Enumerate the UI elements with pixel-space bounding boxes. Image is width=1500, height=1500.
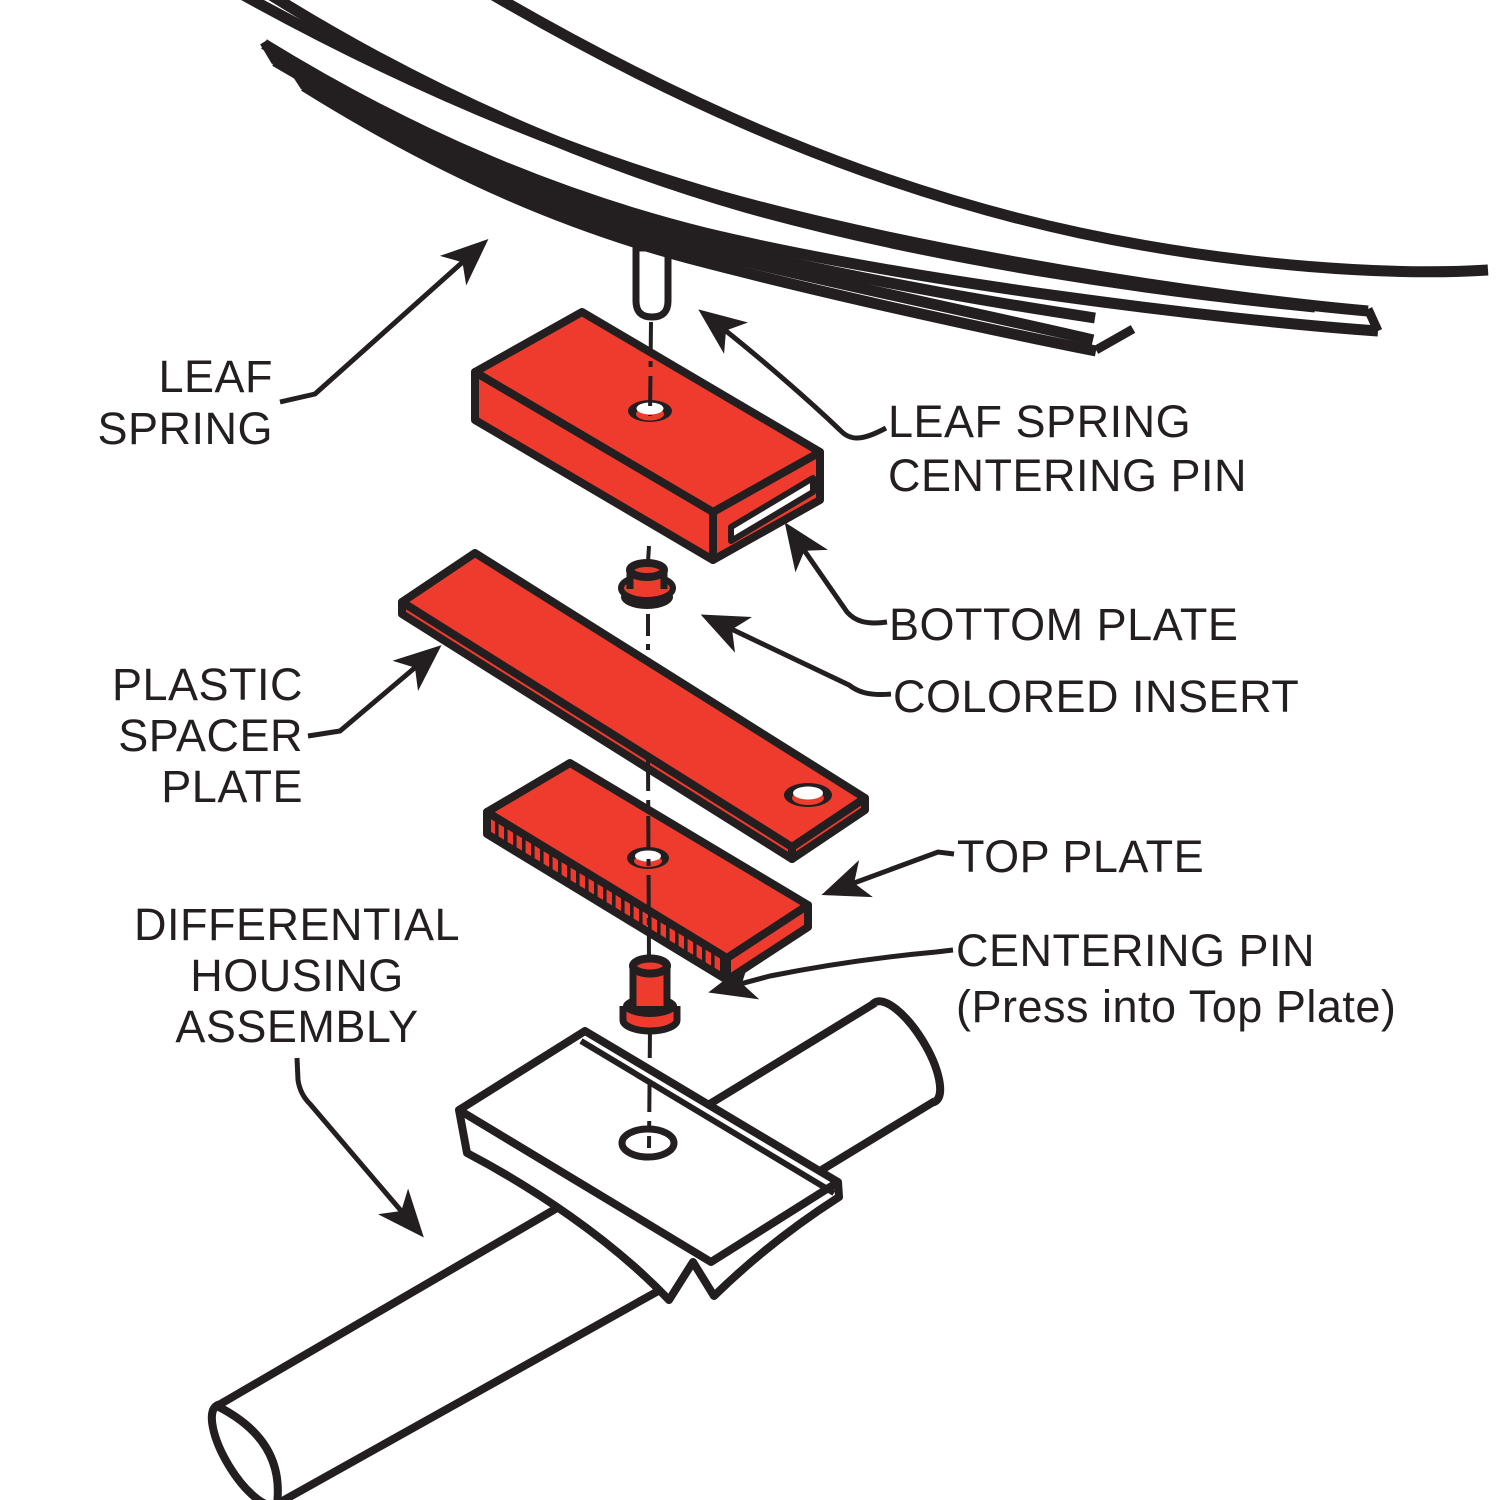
bottom-plate-shape: [471, 308, 824, 564]
label-colored-insert: COLORED INSERT: [893, 671, 1299, 722]
leader-lines: [279, 239, 955, 1238]
label-leaf-spring-line2: SPRING: [97, 403, 273, 454]
leaf-spring-centering-pin-shape: [632, 244, 672, 321]
label-top-plate: TOP PLATE: [957, 831, 1204, 882]
center-axis-segment-1: [648, 321, 653, 417]
label-centering-pin-line2: (Press into Top Plate): [956, 981, 1396, 1032]
leader-plastic-spacer-plate: [307, 645, 442, 739]
label-differential-housing-line1: DIFFERENTIAL: [134, 899, 460, 950]
leader-top-plate: [821, 849, 955, 898]
differential-housing-assembly-shape: [207, 997, 945, 1500]
label-bottom-plate: BOTTOM PLATE: [889, 599, 1238, 650]
center-axis-segment-4: [646, 756, 651, 961]
plastic-spacer-plate-shape: [398, 549, 869, 863]
label-centering-pin-line1: CENTERING PIN: [956, 925, 1315, 976]
label-leaf-spring-line1: LEAF: [158, 351, 273, 402]
label-differential-housing-line3: ASSEMBLY: [175, 1001, 418, 1052]
label-plastic-spacer-plate-line1: PLASTIC: [112, 659, 303, 710]
center-axis-segment-2: [646, 545, 651, 563]
label-plastic-spacer-plate-line3: PLATE: [161, 761, 303, 812]
label-differential-housing-line2: HOUSING: [190, 950, 404, 1001]
leader-bottom-plate: [784, 522, 888, 626]
leaf-spring-drawing: [241, 0, 1489, 357]
label-leaf-spring-centering-pin-line2: CENTERING PIN: [888, 450, 1247, 501]
leader-leaf-spring-centering-pin: [698, 309, 888, 441]
label-plastic-spacer-plate-line2: SPACER: [118, 710, 303, 761]
labels: LEAF SPRING LEAF SPRING CENTERING PIN BO…: [97, 351, 1396, 1052]
center-axis-segment-5: [647, 1027, 652, 1149]
leader-leaf-spring: [279, 239, 489, 405]
colored-insert-shape: [618, 559, 676, 609]
leader-differential-housing: [294, 1057, 424, 1238]
centering-pin-shape: [619, 954, 681, 1035]
leader-centering-pin: [708, 947, 954, 1000]
leader-colored-insert: [700, 614, 892, 697]
label-leaf-spring-centering-pin-line1: LEAF SPRING: [888, 396, 1191, 447]
